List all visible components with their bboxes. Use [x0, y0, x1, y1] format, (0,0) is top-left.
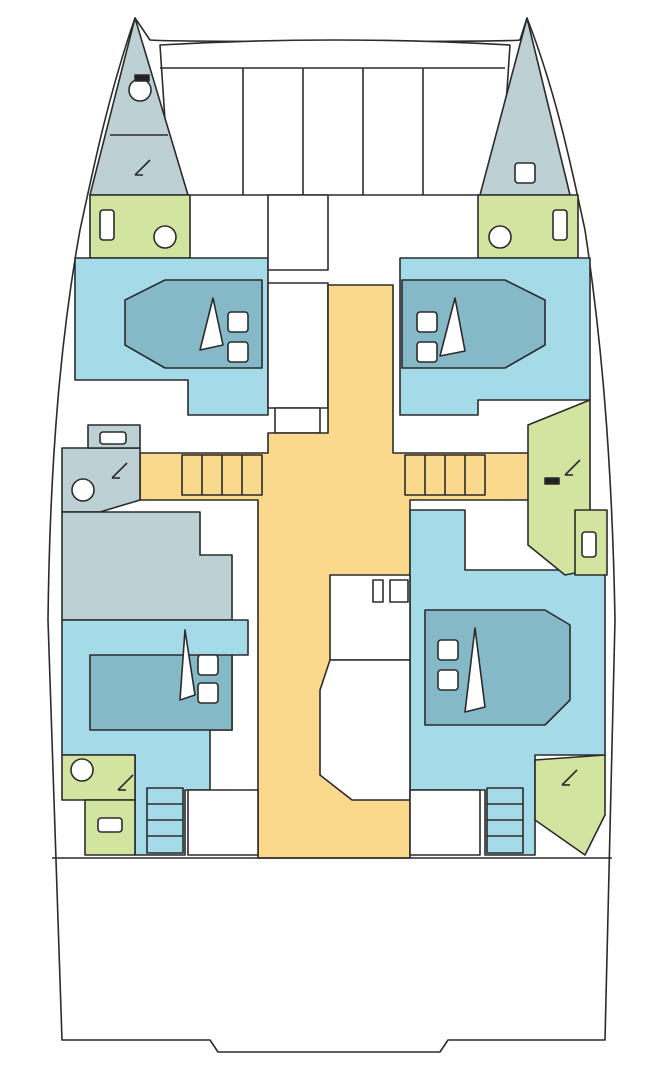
pillow — [416, 341, 438, 363]
pillow — [416, 311, 438, 333]
shower-icon — [117, 774, 134, 791]
stove — [389, 579, 409, 603]
cabinet-forward — [267, 194, 329, 271]
toilet-icon — [70, 758, 94, 782]
shower-icon — [561, 769, 578, 786]
sink — [552, 209, 568, 241]
pillow — [437, 669, 459, 691]
hatch — [274, 407, 321, 434]
toilet-tank — [544, 477, 560, 485]
pillow — [197, 682, 219, 704]
pillow — [197, 654, 219, 676]
shower-icon — [564, 459, 581, 476]
head-middle-left — [61, 447, 141, 513]
head-aft-right — [534, 754, 606, 856]
pillow — [437, 639, 459, 661]
cabinet-saloon-forward — [267, 282, 329, 409]
toilet-icon — [128, 78, 152, 102]
sink — [99, 209, 115, 241]
bed-sheet-fold — [199, 297, 224, 351]
pillow — [227, 341, 249, 363]
sink — [372, 579, 384, 603]
cockpit-locker-right — [409, 789, 481, 856]
sink — [97, 817, 123, 833]
toilet-icon — [71, 478, 95, 502]
shower-icon — [111, 462, 128, 479]
sink — [514, 162, 536, 184]
bed-aft-right — [424, 609, 571, 726]
sink — [99, 431, 127, 445]
bed-sheet-fold — [464, 627, 486, 713]
pillow — [227, 311, 249, 333]
sink — [581, 531, 597, 558]
shower-icon — [134, 159, 151, 176]
toilet-icon — [153, 225, 177, 249]
foredeck — [159, 39, 511, 196]
toilet-icon — [488, 225, 512, 249]
saloon-seating — [319, 659, 411, 801]
toilet-tank — [134, 74, 150, 82]
bed-sheet-fold — [179, 629, 196, 701]
cockpit-locker-left — [187, 789, 259, 856]
bed-sheet-fold — [439, 297, 466, 357]
